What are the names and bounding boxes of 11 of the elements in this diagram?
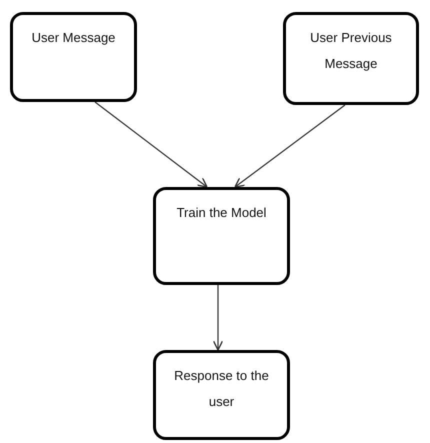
box-label: User Previous Message	[309, 29, 393, 73]
arrow	[212, 285, 224, 351]
process-box	[10, 12, 137, 102]
process-box	[153, 350, 290, 440]
process-box	[153, 187, 290, 285]
arrow	[234, 104, 346, 188]
box-label: Train the Model	[176, 204, 268, 222]
process-box	[283, 12, 419, 105]
box-label: User Message	[30, 29, 116, 47]
box-label: Response to the user	[173, 367, 270, 411]
arrow	[94, 102, 208, 188]
